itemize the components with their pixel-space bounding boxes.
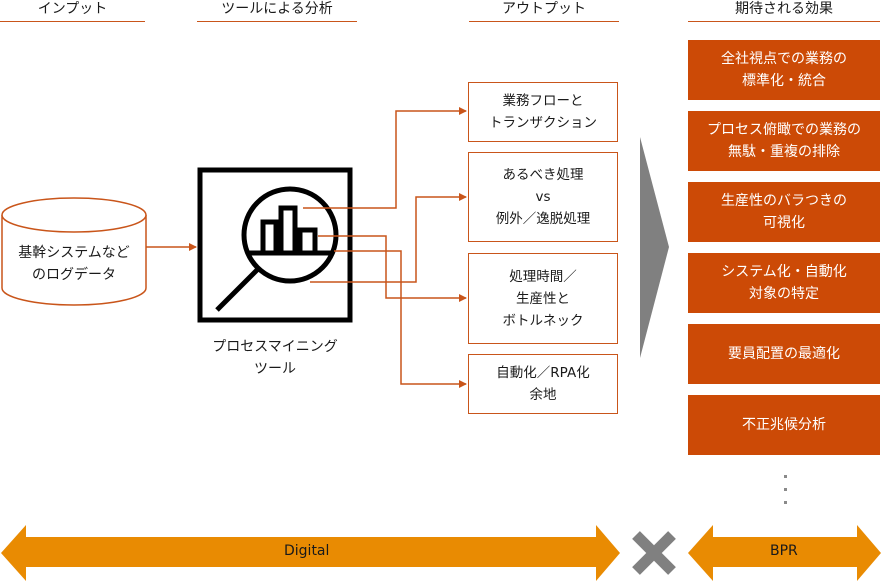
ellipsis-dot — [784, 488, 787, 491]
column-header-effects: 期待される効果 — [688, 0, 880, 22]
output-box: 自動化／RPA化 余地 — [468, 354, 618, 414]
effect-box: 要員配置の最適化 — [688, 324, 880, 384]
effect-box: 全社視点での業務の 標準化・統合 — [688, 40, 880, 100]
effect-box: プロセス俯瞰での業務の 無駄・重複の排除 — [688, 111, 880, 171]
effect-box: システム化・自動化 対象の特定 — [688, 253, 880, 313]
output-box: 処理時間／ 生産性と ボトルネック — [468, 253, 618, 344]
magnifier-bar-chart-icon — [197, 167, 353, 323]
digital-label: Digital — [284, 543, 330, 559]
bpr-double-arrow — [688, 525, 881, 581]
multiply-cross-icon — [632, 531, 676, 575]
column-header-input: インプット — [0, 0, 145, 22]
tool-node-label: プロセスマイニング ツール — [212, 339, 338, 377]
output-box: あるべき処理 vs 例外／逸脱処理 — [468, 152, 618, 242]
effect-box: 生産性のバラつきの 可視化 — [688, 182, 880, 242]
column-header-analysis: ツールによる分析 — [197, 0, 357, 22]
flow-chevron-icon — [640, 137, 669, 358]
connector-to-output-4 — [334, 250, 467, 388]
effect-box: 不正兆候分析 — [688, 395, 880, 455]
ellipsis-dot — [784, 501, 787, 504]
database-cylinder-icon — [1, 197, 147, 306]
digital-double-arrow — [1, 525, 620, 581]
output-box: 業務フローと トランザクション — [468, 82, 618, 142]
column-header-output: アウトプット — [469, 0, 619, 22]
input-node-label: 基幹システムなど のログデータ — [18, 245, 130, 283]
ellipsis-dot — [784, 475, 787, 478]
connector-to-output-2 — [310, 193, 467, 283]
connector-to-output-3 — [318, 235, 467, 302]
bpr-label: BPR — [770, 543, 798, 559]
connector-to-output-1 — [303, 107, 467, 209]
